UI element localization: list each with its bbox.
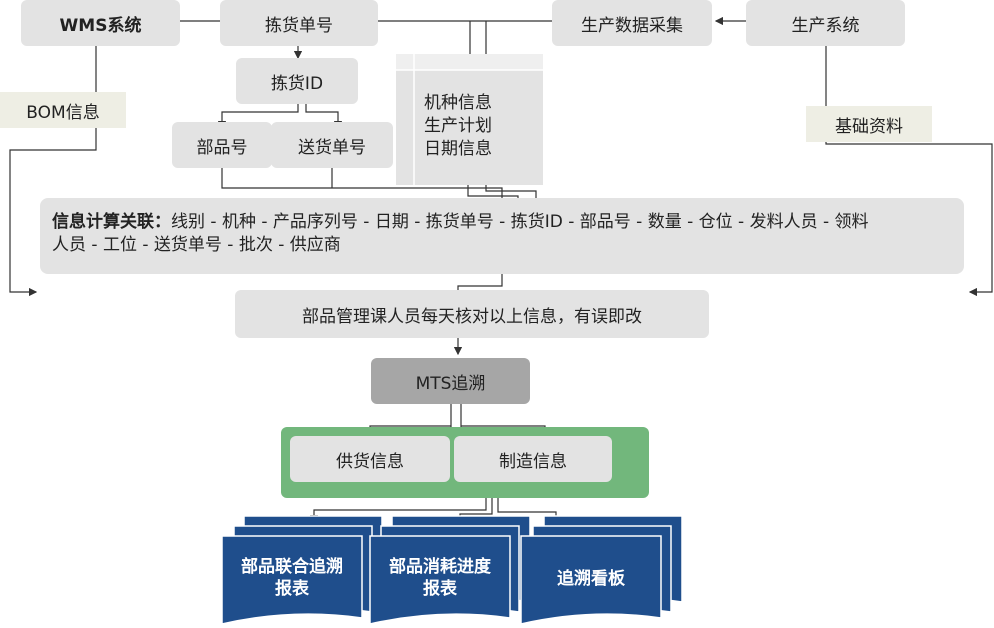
part-number-box: 部品号 <box>172 122 272 168</box>
supply-info-box: 供货信息 <box>290 436 450 482</box>
picking-number-label: 拣货单号 <box>265 15 333 36</box>
production-system-box: 生产系统 <box>746 0 905 46</box>
report-consumption-progress-line2: 报表 <box>423 579 457 599</box>
report-trace-board: 追溯看板 <box>521 568 661 590</box>
supply-info-label: 供货信息 <box>336 451 404 472</box>
report-trace-board-label: 追溯看板 <box>557 569 625 589</box>
manufacture-info-box: 制造信息 <box>454 436 612 482</box>
association-title: 信息计算关联： <box>52 212 171 232</box>
report-joint-trace: 部品联合追溯 报表 <box>222 556 362 600</box>
picking-id-label: 拣货ID <box>270 73 324 94</box>
machine-info-block: 机种信息 生产计划 日期信息 <box>424 92 534 161</box>
production-data-collection-box: 生产数据采集 <box>552 0 712 46</box>
association-box: 信息计算关联：线别 - 机种 - 产品序列号 - 日期 - 拣货单号 - 拣货I… <box>40 198 964 274</box>
date-info: 日期信息 <box>424 139 492 159</box>
bom-info-label: BOM信息 <box>26 102 100 123</box>
mts-trace-label: MTS追溯 <box>415 373 486 394</box>
machine-type-info: 机种信息 <box>424 93 492 113</box>
report-joint-trace-line2: 报表 <box>275 579 309 599</box>
daily-verify-label: 部品管理课人员每天核对以上信息，有误即改 <box>302 306 642 327</box>
report-joint-trace-line1: 部品联合追溯 <box>241 557 343 577</box>
picking-id-box: 拣货ID <box>236 58 358 104</box>
basic-data-label: 基础资料 <box>835 116 903 137</box>
wms-system-label: WMS系统 <box>59 15 142 36</box>
production-plan-info: 生产计划 <box>424 116 492 136</box>
wms-system-box: WMS系统 <box>21 0 180 46</box>
mts-trace-box: MTS追溯 <box>371 358 530 404</box>
production-data-collection-label: 生产数据采集 <box>581 15 683 36</box>
delivery-number-label: 送货单号 <box>298 137 366 158</box>
part-number-label: 部品号 <box>196 137 248 158</box>
bom-info-tag: BOM信息 <box>0 92 126 128</box>
report-consumption-progress-line1: 部品消耗进度 <box>389 557 491 577</box>
report-consumption-progress: 部品消耗进度 报表 <box>370 556 510 600</box>
production-system-label: 生产系统 <box>791 15 860 36</box>
basic-data-tag: 基础资料 <box>806 106 932 142</box>
manufacture-info-label: 制造信息 <box>499 451 567 472</box>
daily-verify-box: 部品管理课人员每天核对以上信息，有误即改 <box>235 290 709 338</box>
picking-number-box: 拣货单号 <box>220 0 378 46</box>
delivery-number-box: 送货单号 <box>271 122 393 168</box>
association-fields-line1: 线别 - 机种 - 产品序列号 - 日期 - 拣货单号 - 拣货ID - 部品号… <box>171 212 869 232</box>
association-fields-line2: 人员 - 工位 - 送货单号 - 批次 - 供应商 <box>52 235 341 255</box>
